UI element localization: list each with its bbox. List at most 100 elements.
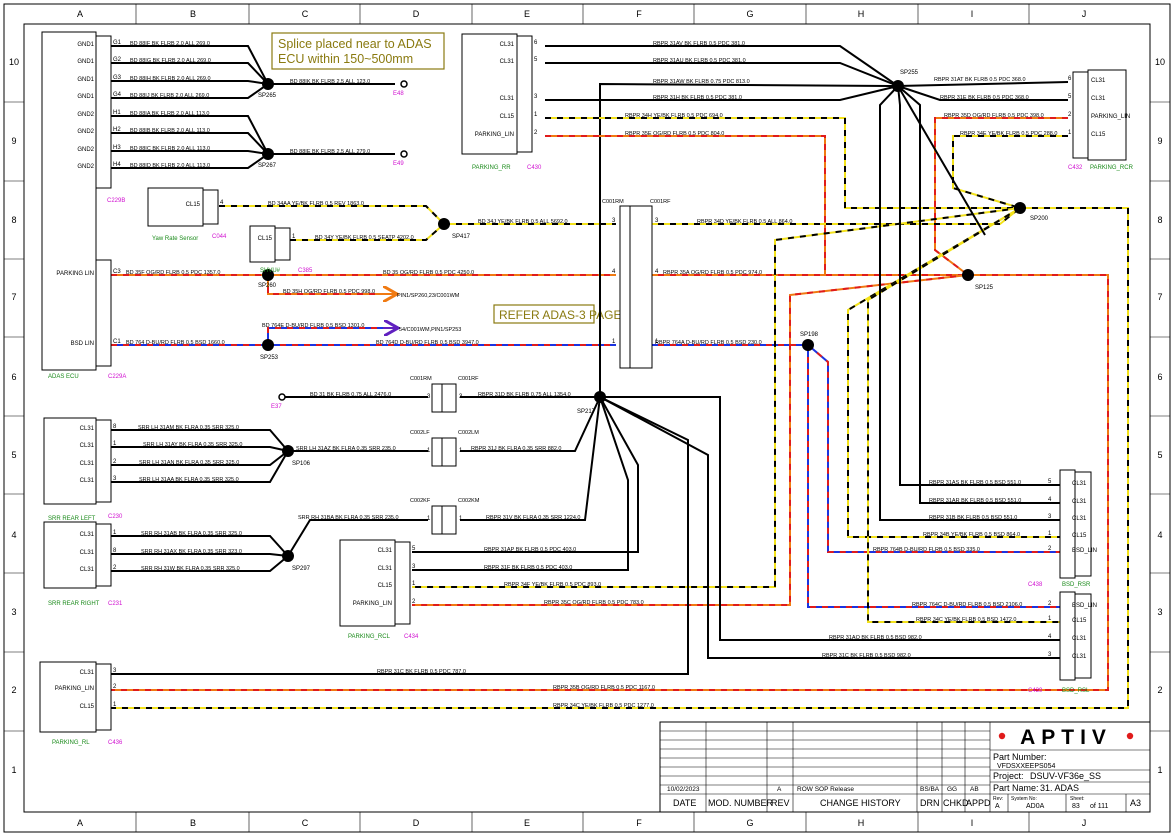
tb-part-name-label: Part Name: <box>993 783 1039 793</box>
tb-hdr-date: DATE <box>673 798 696 808</box>
inline-label-c001rf-f: C001RF <box>650 199 671 205</box>
wire-label-23: SRR LH 31AA BK FLRA 0.35 SRR 325.0 <box>139 477 239 483</box>
splice-note-line2: ECU within 150~500mm <box>278 52 413 66</box>
pin-label-adas-7: GND2 <box>77 164 94 170</box>
wire-764c <box>807 345 1060 608</box>
inline-pin-c001-a: 3 <box>427 394 431 400</box>
wire-label-36: RBPR 31E BK FLRB 0.5 PDC 368.0 <box>940 95 1029 101</box>
pin-label-srrl-2: CL31 <box>80 461 95 467</box>
grid-row-left-5: 5 <box>11 450 16 460</box>
connector-code-prl: C436 <box>108 740 123 746</box>
wire-label-57: RBPR 31C BK FLRB 0.5 BSD 982.0 <box>822 653 911 659</box>
wire-label-30: RBPR 31AU BK FLRB 0.5 PDC 381.0 <box>653 58 746 64</box>
splice-label-sp253: SP253 <box>260 355 279 361</box>
grid-col-bottom-G: G <box>746 818 753 828</box>
connector-name-adas: ADAS ECU <box>48 374 79 380</box>
splice-sp200 <box>1014 202 1026 214</box>
grid-row-left-9: 9 <box>11 136 16 146</box>
connector-code-srrr: C231 <box>108 601 123 607</box>
grid-col-top-H: H <box>858 9 865 19</box>
wire-label-59: RBPR 35B OG/RD FLRB 0.5 PDC 1167.0 <box>553 685 655 691</box>
wire-31f <box>412 396 629 571</box>
wire-label-55: RBPR 34C YE/BK FLRB 0.5 BSD 1472.0 <box>916 617 1016 623</box>
tb-sys-val: AD0A <box>1026 803 1045 810</box>
inline-label-c001rm-f: C001RM <box>602 199 624 205</box>
wire-label-49: RBPR 31AS BK FLRB 0.5 BSD 551.0 <box>929 480 1021 486</box>
pin-label-bsdrsl-3: CL31 <box>1072 654 1087 660</box>
connector-code-prcl: C434 <box>404 634 419 640</box>
pin-number-prl-2: 1 <box>113 702 117 708</box>
tb-rev-val: A <box>995 803 1000 810</box>
wire-31ar <box>897 85 1060 504</box>
wire-label-29: RBPR 31AV BK FLRB 0.5 PDC 381.0 <box>653 41 745 47</box>
wire-label-3: BD 88IJ BK FLRB 2.0 ALL 269.0 <box>130 93 209 99</box>
pin-label-adas-9: BSD LIN <box>71 341 94 347</box>
wire-sp255-sp200 <box>897 85 986 236</box>
pin-label-prr-1: CL31 <box>500 59 515 65</box>
pin-number-prcl-2: 1 <box>412 581 416 587</box>
wire-label-51: RBPR 31B BK FLRB 0.5 BSD 551.0 <box>929 515 1017 521</box>
wire-label-15: BD 35H OG/RD FLRB 0.5 PDC 998.0 <box>283 289 375 295</box>
tb-hdr-rev: REV <box>771 798 790 808</box>
wire-31as <box>897 85 1060 486</box>
pin-number-srrl-3: 3 <box>113 476 117 482</box>
splice-label-sp255: SP255 <box>900 70 919 76</box>
wires <box>111 45 1129 709</box>
pin-number-prl-0: 3 <box>113 668 117 674</box>
grid-row-right-6: 6 <box>1157 372 1162 382</box>
pin-label-srrl-3: CL31 <box>80 478 95 484</box>
wire-label-4: BD 88IK BK FLRB 2.5 ALL 123.0 <box>290 79 370 85</box>
wire-31aw <box>599 82 899 397</box>
pin-label-bsdrsr-0: CL31 <box>1072 481 1087 487</box>
grid-row-right-9: 9 <box>1157 136 1162 146</box>
wire-35b <box>111 274 1109 691</box>
wire-label-37: RBPR 35D OG/RD FLRB 0.5 PDC 398.0 <box>944 113 1044 119</box>
wire-34h <box>545 117 1020 209</box>
grid-col-top-J: J <box>1082 9 1087 19</box>
ground-label-e49: E49 <box>393 161 404 167</box>
wire-31b <box>879 85 1060 521</box>
pin-label-prcl-0: CL31 <box>378 548 393 554</box>
pin-label-adas-5: GND2 <box>77 129 94 135</box>
pin-number-adas-9: C1 <box>113 339 121 345</box>
pin-label-prcr-2: PARKING_LIN <box>1091 114 1130 120</box>
splice-sp260 <box>262 269 274 281</box>
connector-code-bsdrsl: C439 <box>1028 688 1043 694</box>
pin-number-prcr-2: 2 <box>1068 112 1072 118</box>
tb-project: DSUV-VF36e_SS <box>1030 771 1101 781</box>
pin-number-prr-4: 2 <box>534 130 538 136</box>
pin-label-prcl-3: PARKING_LIN <box>353 601 392 607</box>
pin-label-srrl-0: CL31 <box>80 426 95 432</box>
pin-number-adas-1: G2 <box>113 57 122 63</box>
grid-col-top-C: C <box>302 9 309 19</box>
wire-label-1: BD 88IG BK FLRB 2.0 ALL 269.0 <box>130 58 211 64</box>
wire-label-8: BD 88ID BK FLRB 2.0 ALL 113.0 <box>130 163 210 169</box>
wire-label-12: BD 34J YE/BK FLRB 0.5 ALL 5692.0 <box>478 219 568 225</box>
connector-name-srrr: SRR REAR RIGHT <box>48 601 100 607</box>
pin-label-prcl-1: CL31 <box>378 566 393 572</box>
aptiv-logo: APTIV <box>998 726 1134 749</box>
inline-f-pin-l-1: 4 <box>612 269 616 275</box>
wire-label-40: RBPR 35A OG/RD FLRB 0.5 PDC 974.0 <box>663 270 762 276</box>
pin-label-prcl-2: CL15 <box>378 583 393 589</box>
splice-sp267 <box>262 148 274 160</box>
inline-label-c002k-a: C002KF <box>410 498 431 504</box>
wire-gnd1-a <box>111 45 269 85</box>
pin-number-srrr-1: 8 <box>113 548 117 554</box>
grid-row-right-2: 2 <box>1157 685 1162 695</box>
inline-pin-c002l-a: 1 <box>427 448 431 454</box>
splice-label-sp106: SP106 <box>292 461 311 467</box>
wire-gnd2-d <box>111 153 269 169</box>
connector-code-bsdrsr: C438 <box>1028 582 1043 588</box>
wire-label-44: RBPR 31V BK FLRA 0.35 SRR 1224.0 <box>486 515 580 521</box>
pin-number-adas-5: H2 <box>113 127 121 133</box>
pin-label-shvu-0: CL15 <box>258 236 273 242</box>
